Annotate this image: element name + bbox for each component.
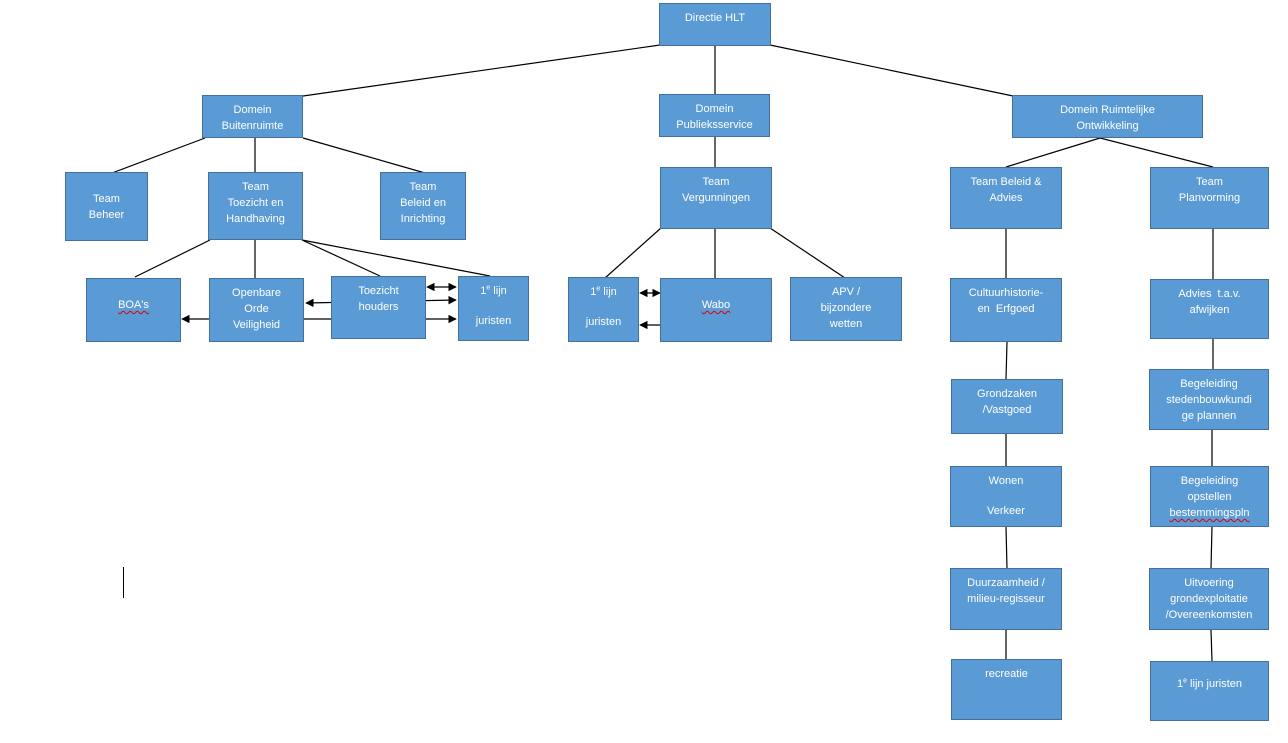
unit-juristen-left-box: 1e lijn juristen xyxy=(458,276,529,341)
item-begeleiding-best-box: Begeleiding opstellen bestemmingspln xyxy=(1150,466,1269,527)
connector-line xyxy=(769,44,1014,97)
item-begeleiding-best-line2: opstellen xyxy=(1187,491,1232,503)
team-vergunningen-line1: Team xyxy=(702,176,730,188)
unit-toezicht-houders-box: Toezicht houders xyxy=(331,276,426,339)
domain-ruimtelijke-line2: Ontwikkeling xyxy=(1076,120,1139,132)
team-planvorming-line1: Team xyxy=(1196,176,1223,188)
item-begeleiding-best-line3: bestemmingspln xyxy=(1169,507,1250,519)
domain-publieksservice-box: Domein Publieksservice xyxy=(659,94,770,137)
unit-boas-box: BOA's xyxy=(86,278,181,342)
domain-ruimtelijke-line1: Domein Ruimtelijke xyxy=(1060,104,1155,116)
unit-openbare-orde-line1: Openbare xyxy=(232,287,281,299)
domain-buitenruimte-line2: Buitenruimte xyxy=(221,120,284,132)
item-begeleiding-sted-box: Begeleiding stedenbouwkundi ge plannen xyxy=(1149,369,1269,430)
connector-line xyxy=(1210,526,1213,569)
connector-line xyxy=(1005,341,1008,380)
item-wonen-line2: Verkeer xyxy=(987,505,1025,517)
team-beleid-advies-line2: Advies xyxy=(989,192,1023,204)
item-uitvoering-line1: Uitvoering xyxy=(1184,577,1234,589)
team-toezicht-line1: Team xyxy=(242,181,269,193)
unit-openbare-orde-line3: Veiligheid xyxy=(232,319,281,331)
item-duurzaamheid-box: Duurzaamheid / milieu-regisseur xyxy=(950,568,1062,630)
item-recreatie-box: recreatie xyxy=(951,659,1062,720)
unit-wabo-box: Wabo xyxy=(660,278,772,342)
team-beleid-inrichting-line2: Beleid en xyxy=(400,197,446,209)
connector-line xyxy=(769,227,846,279)
unit-apv-line3: wetten xyxy=(829,318,863,330)
team-beleid-inrichting-line3: Inrichting xyxy=(400,213,446,225)
directie-label: Directie HLT xyxy=(684,12,746,24)
item-begeleiding-sted-line2: stedenbouwkundi xyxy=(1166,394,1252,406)
item-uitvoering-line2: grondexploitatie xyxy=(1170,593,1248,605)
connector-line xyxy=(302,44,661,97)
unit-boas-label: BOA's xyxy=(118,299,149,311)
item-juristen-right-label: 1e lijn juristen xyxy=(1176,677,1243,690)
team-beleid-inrichting-box: Team Beleid en Inrichting xyxy=(380,172,466,240)
connector-line xyxy=(1005,526,1008,569)
item-uitvoering-box: Uitvoering grondexploitatie /Overeenkoms… xyxy=(1149,568,1269,630)
item-wonen-box: Wonen Verkeer xyxy=(950,466,1062,527)
domain-publieksservice-line2: Publieksservice xyxy=(676,119,753,131)
unit-wabo-label: Wabo xyxy=(701,299,731,311)
unit-juristen-mid-line1: 1e lijn xyxy=(590,285,617,298)
item-wonen-line1: Wonen xyxy=(988,475,1024,487)
connector-line xyxy=(301,239,491,277)
item-grondzaken-line1: Grondzaken xyxy=(977,388,1037,400)
unit-toezicht-houders-line2: houders xyxy=(358,301,399,313)
directie-box: Directie HLT xyxy=(659,3,771,46)
item-juristen-right-box: 1e lijn juristen xyxy=(1150,661,1269,721)
connector-line xyxy=(1005,137,1101,168)
unit-juristen-mid-box: 1e lijn juristen xyxy=(568,277,639,342)
team-planvorming-box: Team Planvorming xyxy=(1150,167,1269,229)
connector-line xyxy=(111,137,206,174)
unit-openbare-orde-box: Openbare Orde Veiligheid xyxy=(209,278,304,342)
connector-line xyxy=(301,239,381,277)
team-beleid-inrichting-line1: Team xyxy=(409,181,437,193)
unit-juristen-mid-line2: juristen xyxy=(585,316,622,328)
connector-line xyxy=(1210,629,1213,662)
item-advies-box: Advies t.a.v. afwijken xyxy=(1150,279,1269,339)
team-beleid-advies-box: Team Beleid & Advies xyxy=(950,167,1062,229)
connector-line xyxy=(1099,137,1214,168)
item-recreatie-label: recreatie xyxy=(985,668,1028,680)
domain-buitenruimte-line1: Domein xyxy=(233,104,272,116)
item-cultuur-box: Cultuurhistorie- en Erfgoed xyxy=(950,278,1062,342)
team-toezicht-line2: Toezicht en xyxy=(227,197,284,209)
item-begeleiding-best-line1: Begeleiding xyxy=(1180,475,1239,487)
team-vergunningen-box: Team Vergunningen xyxy=(660,167,772,229)
team-toezicht-line3: Handhaving xyxy=(226,213,285,225)
connector-line xyxy=(134,239,211,278)
item-duurzaamheid-line2: milieu-regisseur xyxy=(967,593,1045,605)
item-advies-line2: afwijken xyxy=(1189,304,1230,316)
team-planvorming-line2: Planvorming xyxy=(1178,192,1241,204)
unit-juristen-left-line2: juristen xyxy=(475,315,512,327)
unit-apv-line1: APV / xyxy=(831,286,861,298)
item-advies-line1: Advies t.a.v. xyxy=(1178,288,1241,300)
connector-line xyxy=(604,227,662,279)
unit-toezicht-houders-line1: Toezicht xyxy=(358,285,399,297)
unit-apv-box: APV / bijzondere wetten xyxy=(790,277,902,341)
domain-publieksservice-line1: Domein xyxy=(695,103,734,115)
team-beheer-box: Team Beheer xyxy=(65,172,148,241)
unit-juristen-left-line1: 1e lijn xyxy=(480,284,507,297)
unit-apv-line2: bijzondere xyxy=(820,302,872,314)
domain-ruimtelijke-box: Domein Ruimtelijke Ontwikkeling xyxy=(1012,95,1203,138)
item-begeleiding-sted-line3: ge plannen xyxy=(1181,410,1237,422)
team-beheer-line2: Beheer xyxy=(88,208,125,221)
item-grondzaken-line2: /Vastgoed xyxy=(982,404,1032,416)
text-cursor xyxy=(123,567,124,598)
connector-line xyxy=(302,137,426,174)
item-duurzaamheid-line1: Duurzaamheid / xyxy=(967,577,1045,589)
domain-buitenruimte-box: Domein Buitenruimte xyxy=(202,95,303,138)
item-cultuur-line1: Cultuurhistorie- xyxy=(968,287,1044,299)
team-toezicht-box: Team Toezicht en Handhaving xyxy=(208,172,303,240)
team-beheer-line1: Team xyxy=(93,192,120,205)
item-uitvoering-line3: /Overeenkomsten xyxy=(1165,609,1253,621)
item-cultuur-line2: en Erfgoed xyxy=(977,303,1035,315)
unit-openbare-orde-line2: Orde xyxy=(244,303,269,315)
team-beleid-advies-line1: Team Beleid & xyxy=(970,176,1042,188)
item-grondzaken-box: Grondzaken /Vastgoed xyxy=(951,379,1063,434)
item-begeleiding-sted-line1: Begeleiding xyxy=(1180,378,1238,390)
team-vergunningen-line2: Vergunningen xyxy=(682,192,750,204)
